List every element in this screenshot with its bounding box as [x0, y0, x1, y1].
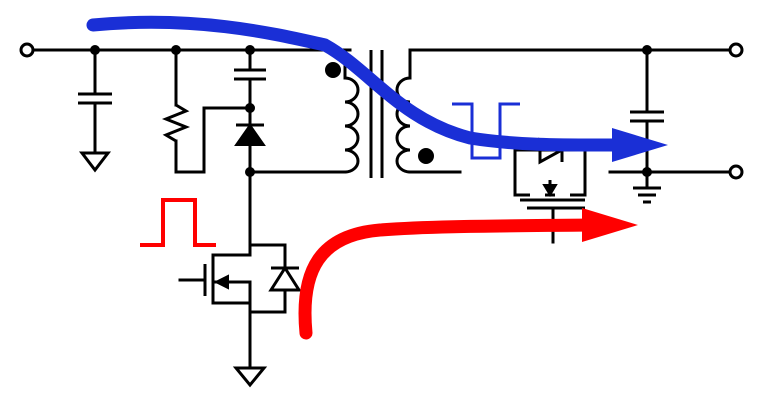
output-terminal-bottom	[728, 164, 744, 180]
output-terminal-top	[728, 42, 744, 58]
snubber-capacitor	[234, 48, 266, 110]
primary-gate-pulse	[140, 198, 216, 247]
secondary-wiring	[408, 48, 732, 174]
snubber-diode	[234, 106, 266, 174]
gate-drive-flow-arrow	[298, 208, 638, 340]
snubber-resistor	[161, 48, 252, 174]
ground-symbol	[78, 151, 112, 173]
primary-mosfet	[178, 170, 287, 388]
primary-wiring	[31, 48, 352, 174]
primary-energy-flow-arrow	[86, 15, 668, 162]
primary-body-diode	[268, 243, 302, 314]
input-capacitor	[78, 48, 112, 173]
primary-polarity-dot	[325, 62, 341, 78]
secondary-polarity-dot	[418, 148, 434, 164]
output-capacitor	[630, 48, 664, 204]
input-terminal-top	[19, 42, 35, 58]
secondary-gate-pulse	[452, 102, 520, 160]
ground-symbol	[232, 366, 268, 388]
